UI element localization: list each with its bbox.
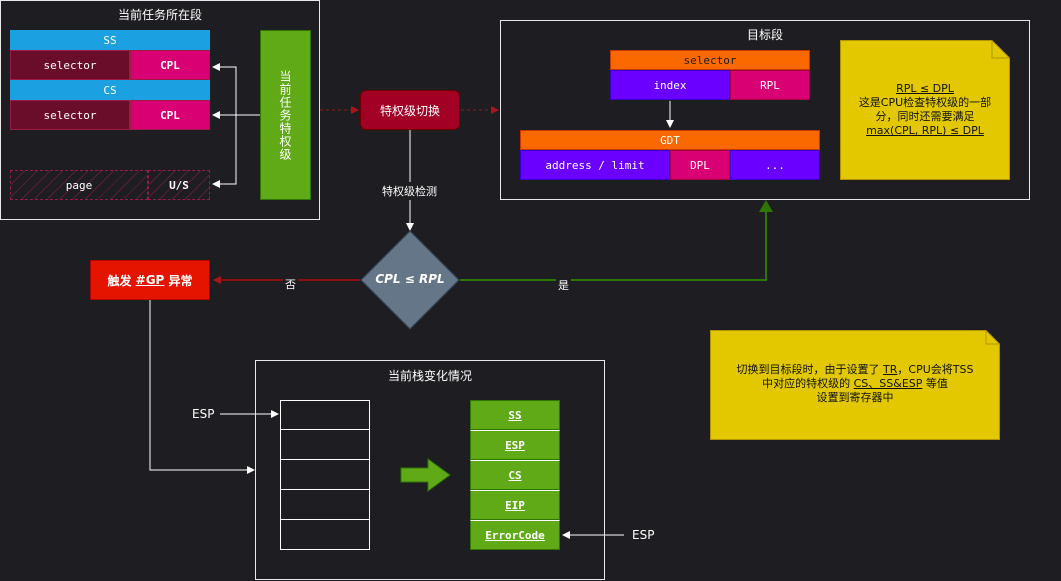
rpl-note-line3: 分，同时还需要满足 bbox=[875, 110, 975, 123]
current-privilege-box: 当前任务特权级 bbox=[260, 30, 311, 200]
gp-exception-box: 触发 #GP 异常 bbox=[90, 260, 210, 300]
no-label: 否 bbox=[283, 276, 298, 292]
yes-arrowhead bbox=[759, 200, 773, 212]
stack-transition-arrow bbox=[400, 458, 451, 492]
old-stack-slot bbox=[280, 460, 370, 490]
gdt-label: GDT bbox=[520, 130, 820, 150]
ss-cpl-cell: CPL bbox=[130, 50, 210, 80]
current-privilege-label: 当前任务特权级 bbox=[278, 69, 292, 161]
gdt-dpl-cell: DPL bbox=[670, 150, 730, 180]
yes-branch-arrow bbox=[460, 206, 767, 281]
rpl-note-line1: RPL ≤ DPL bbox=[896, 82, 954, 95]
current-segment-frame bbox=[0, 0, 320, 220]
tss-note-line3: 设置到寄存器中 bbox=[816, 391, 894, 404]
ss-register-label: SS bbox=[10, 30, 210, 50]
gdt-address-limit-cell: address / limit bbox=[520, 150, 670, 180]
gp-suffix: 异常 bbox=[164, 273, 193, 288]
target-selector-label: selector bbox=[610, 50, 810, 70]
esp-left-label: ESP bbox=[192, 407, 215, 421]
tss-note-line2a: 中对应的特权级的 bbox=[762, 377, 854, 390]
old-stack-slot bbox=[280, 520, 370, 550]
stack-slot-errorcode: ErrorCode bbox=[470, 520, 560, 550]
tss-note-tr: TR bbox=[883, 363, 898, 376]
decision-label: CPL ≤ RPL bbox=[375, 272, 445, 286]
cs-selector-cell: selector bbox=[10, 100, 130, 130]
stack-frame bbox=[255, 360, 605, 580]
tss-note-line1a: 切换到目标段时，由于设置了 bbox=[736, 363, 884, 376]
page-cell: page bbox=[10, 170, 148, 200]
old-stack-slot bbox=[280, 400, 370, 430]
ss-selector-cell: selector bbox=[10, 50, 130, 80]
privilege-switch-box: 特权级切换 bbox=[360, 90, 460, 130]
yes-label: 是 bbox=[556, 277, 571, 293]
tss-note-line2c: 等值 bbox=[922, 377, 948, 390]
us-cell: U/S bbox=[148, 170, 210, 200]
old-stack-slot bbox=[280, 490, 370, 520]
stack-title: 当前栈变化情况 bbox=[387, 369, 472, 383]
esp-right-label: ESP bbox=[632, 528, 655, 542]
tss-note: 切换到目标段时，由于设置了 TR，CPU会将TSS 中对应的特权级的 CS、SS… bbox=[710, 330, 1000, 440]
old-stack bbox=[280, 400, 370, 550]
gp-prefix: 触发 bbox=[107, 273, 136, 288]
gdt-more-cell: ... bbox=[730, 150, 820, 180]
rpl-note: RPL ≤ DPL 这是CPU检查特权级的一部 分，同时还需要满足 max(CP… bbox=[840, 40, 1010, 180]
tss-note-line1c: ，CPU会将TSS bbox=[897, 363, 974, 376]
rpl-note-line2: 这是CPU检查特权级的一部 bbox=[858, 96, 992, 109]
stack-slot-cs: CS bbox=[470, 460, 560, 490]
stack-slot-esp: ESP bbox=[470, 430, 560, 460]
target-rpl-cell: RPL bbox=[730, 70, 810, 100]
tss-note-registers: CS、SS&ESP bbox=[853, 377, 923, 390]
current-segment-title: 当前任务所在段 bbox=[117, 8, 202, 22]
stack-slot-eip: EIP bbox=[470, 490, 560, 520]
stack-slot-ss: SS bbox=[470, 400, 560, 430]
old-stack-slot bbox=[280, 430, 370, 460]
gp-code: #GP bbox=[135, 273, 165, 287]
cs-cpl-cell: CPL bbox=[130, 100, 210, 130]
gp-to-stack-arrow bbox=[149, 300, 255, 474]
target-segment-title: 目标段 bbox=[746, 28, 783, 42]
cs-register-label: CS bbox=[10, 80, 210, 100]
privilege-check-label: 特权级检测 bbox=[380, 182, 439, 200]
rpl-note-line4: max(CPL, RPL) ≤ DPL bbox=[866, 124, 984, 137]
privilege-to-us-arrow bbox=[212, 114, 260, 188]
target-index-cell: index bbox=[610, 70, 730, 100]
new-stack: SS ESP CS EIP ErrorCode bbox=[470, 400, 560, 550]
target-segment-frame bbox=[500, 20, 1030, 200]
